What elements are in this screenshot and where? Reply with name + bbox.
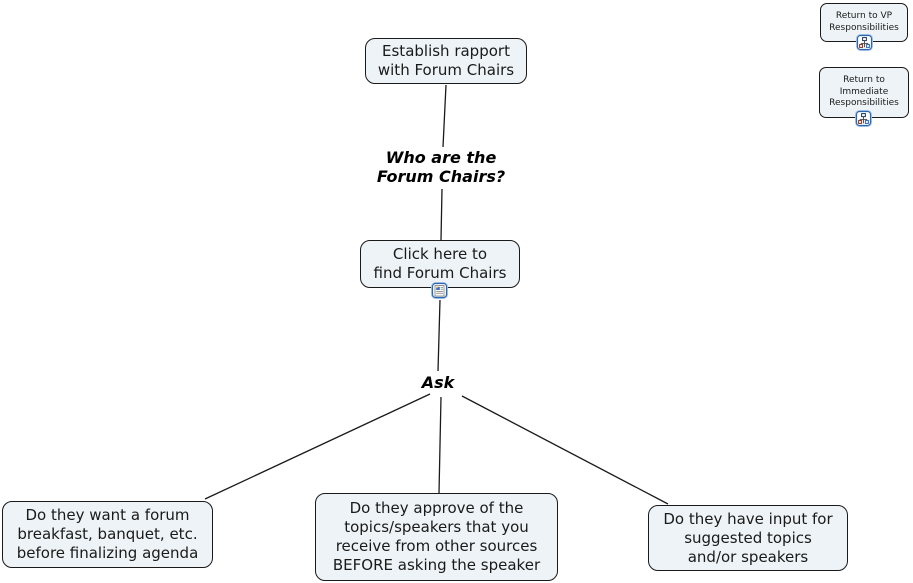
connector-line <box>461 395 669 505</box>
connector-line <box>437 299 441 372</box>
node-label: Click here to find Forum Chairs <box>373 245 507 282</box>
node-label: Do they want a forum breakfast, banquet,… <box>16 506 199 562</box>
node-approve-topics-speakers[interactable]: Do they approve of the topics/speakers t… <box>315 493 558 581</box>
document-link-icon[interactable] <box>431 282 448 299</box>
node-return-to-immediate-responsibilities[interactable]: Return to Immediate Responsibilities <box>819 67 909 118</box>
node-label: Return to VP Responsibilities <box>829 11 899 33</box>
node-label: Establish rapport with Forum Chairs <box>377 42 515 79</box>
node-label: Do they approve of the topics/speakers t… <box>332 499 541 574</box>
node-label: Do they have input for suggested topics … <box>663 509 833 566</box>
org-chart-link-icon[interactable] <box>855 110 872 127</box>
node-establish-rapport[interactable]: Establish rapport with Forum Chairs <box>365 38 527 84</box>
connector-line <box>438 396 442 494</box>
org-chart-link-icon[interactable] <box>856 34 873 51</box>
label-who-are-forum-chairs[interactable]: Who are the Forum Chairs? <box>376 148 506 186</box>
node-label: Return to Immediate Responsibilities <box>829 75 899 109</box>
node-input-suggested-topics[interactable]: Do they have input for suggested topics … <box>648 505 848 571</box>
node-click-here-find-forum-chairs[interactable]: Click here to find Forum Chairs <box>360 240 520 288</box>
connector-line <box>442 84 447 148</box>
node-forum-breakfast[interactable]: Do they want a forum breakfast, banquet,… <box>2 501 213 568</box>
connector-line <box>204 393 431 500</box>
connector-line <box>440 188 443 241</box>
label-ask[interactable]: Ask <box>421 373 455 392</box>
